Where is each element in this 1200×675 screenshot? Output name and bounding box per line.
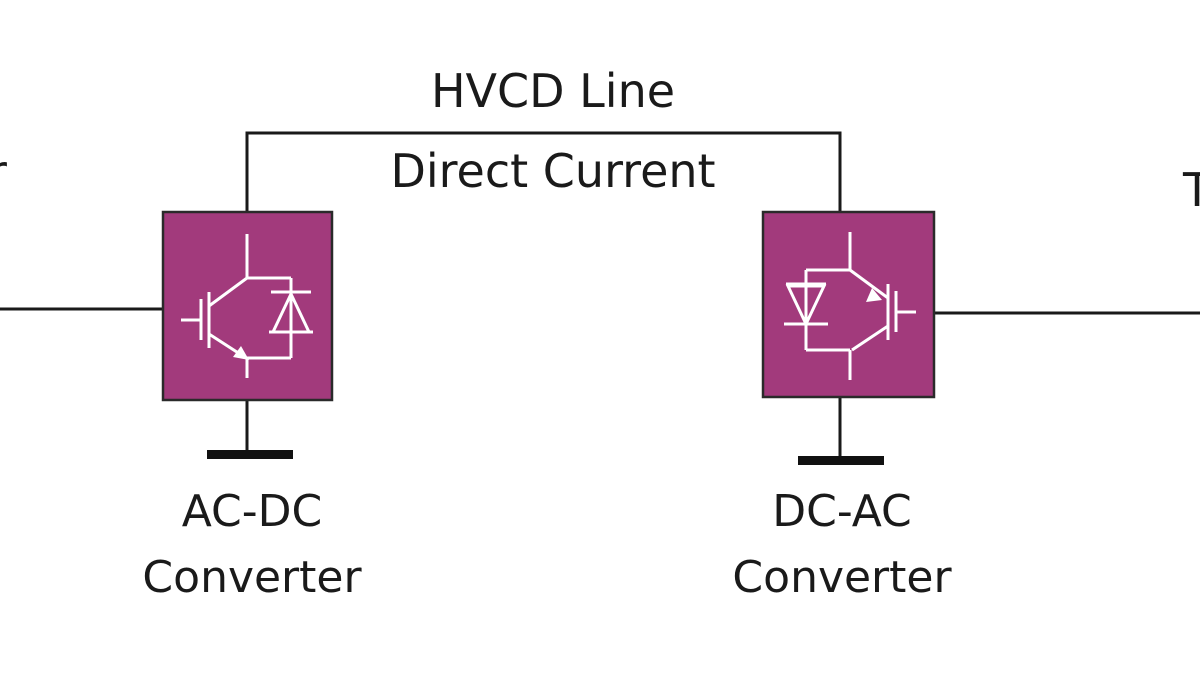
hvdc-line-wire [245, 131, 842, 212]
hvdc-line-title: HVCD Line [431, 64, 675, 118]
igbt-with-diode-icon [784, 232, 916, 380]
dc-ac-label-line1: DC-AC [772, 486, 912, 537]
ac-dc-label-line2: Converter [142, 552, 362, 603]
hvdc-line-subtitle: Direct Current [390, 144, 715, 198]
right-ground-icon [798, 456, 884, 465]
ac-dc-converter [161, 210, 334, 402]
left-edge-text-fragment: r [0, 145, 7, 199]
dc-ac-label-line2: Converter [732, 552, 952, 603]
igbt-with-diode-icon [181, 234, 313, 378]
right-ground [798, 397, 884, 465]
ac-dc-label-line1: AC-DC [182, 486, 323, 537]
dc-ac-converter [761, 210, 936, 399]
left-ground [207, 400, 293, 459]
right-edge-text-fragment: T [1182, 163, 1200, 217]
left-ground-icon [207, 450, 293, 459]
